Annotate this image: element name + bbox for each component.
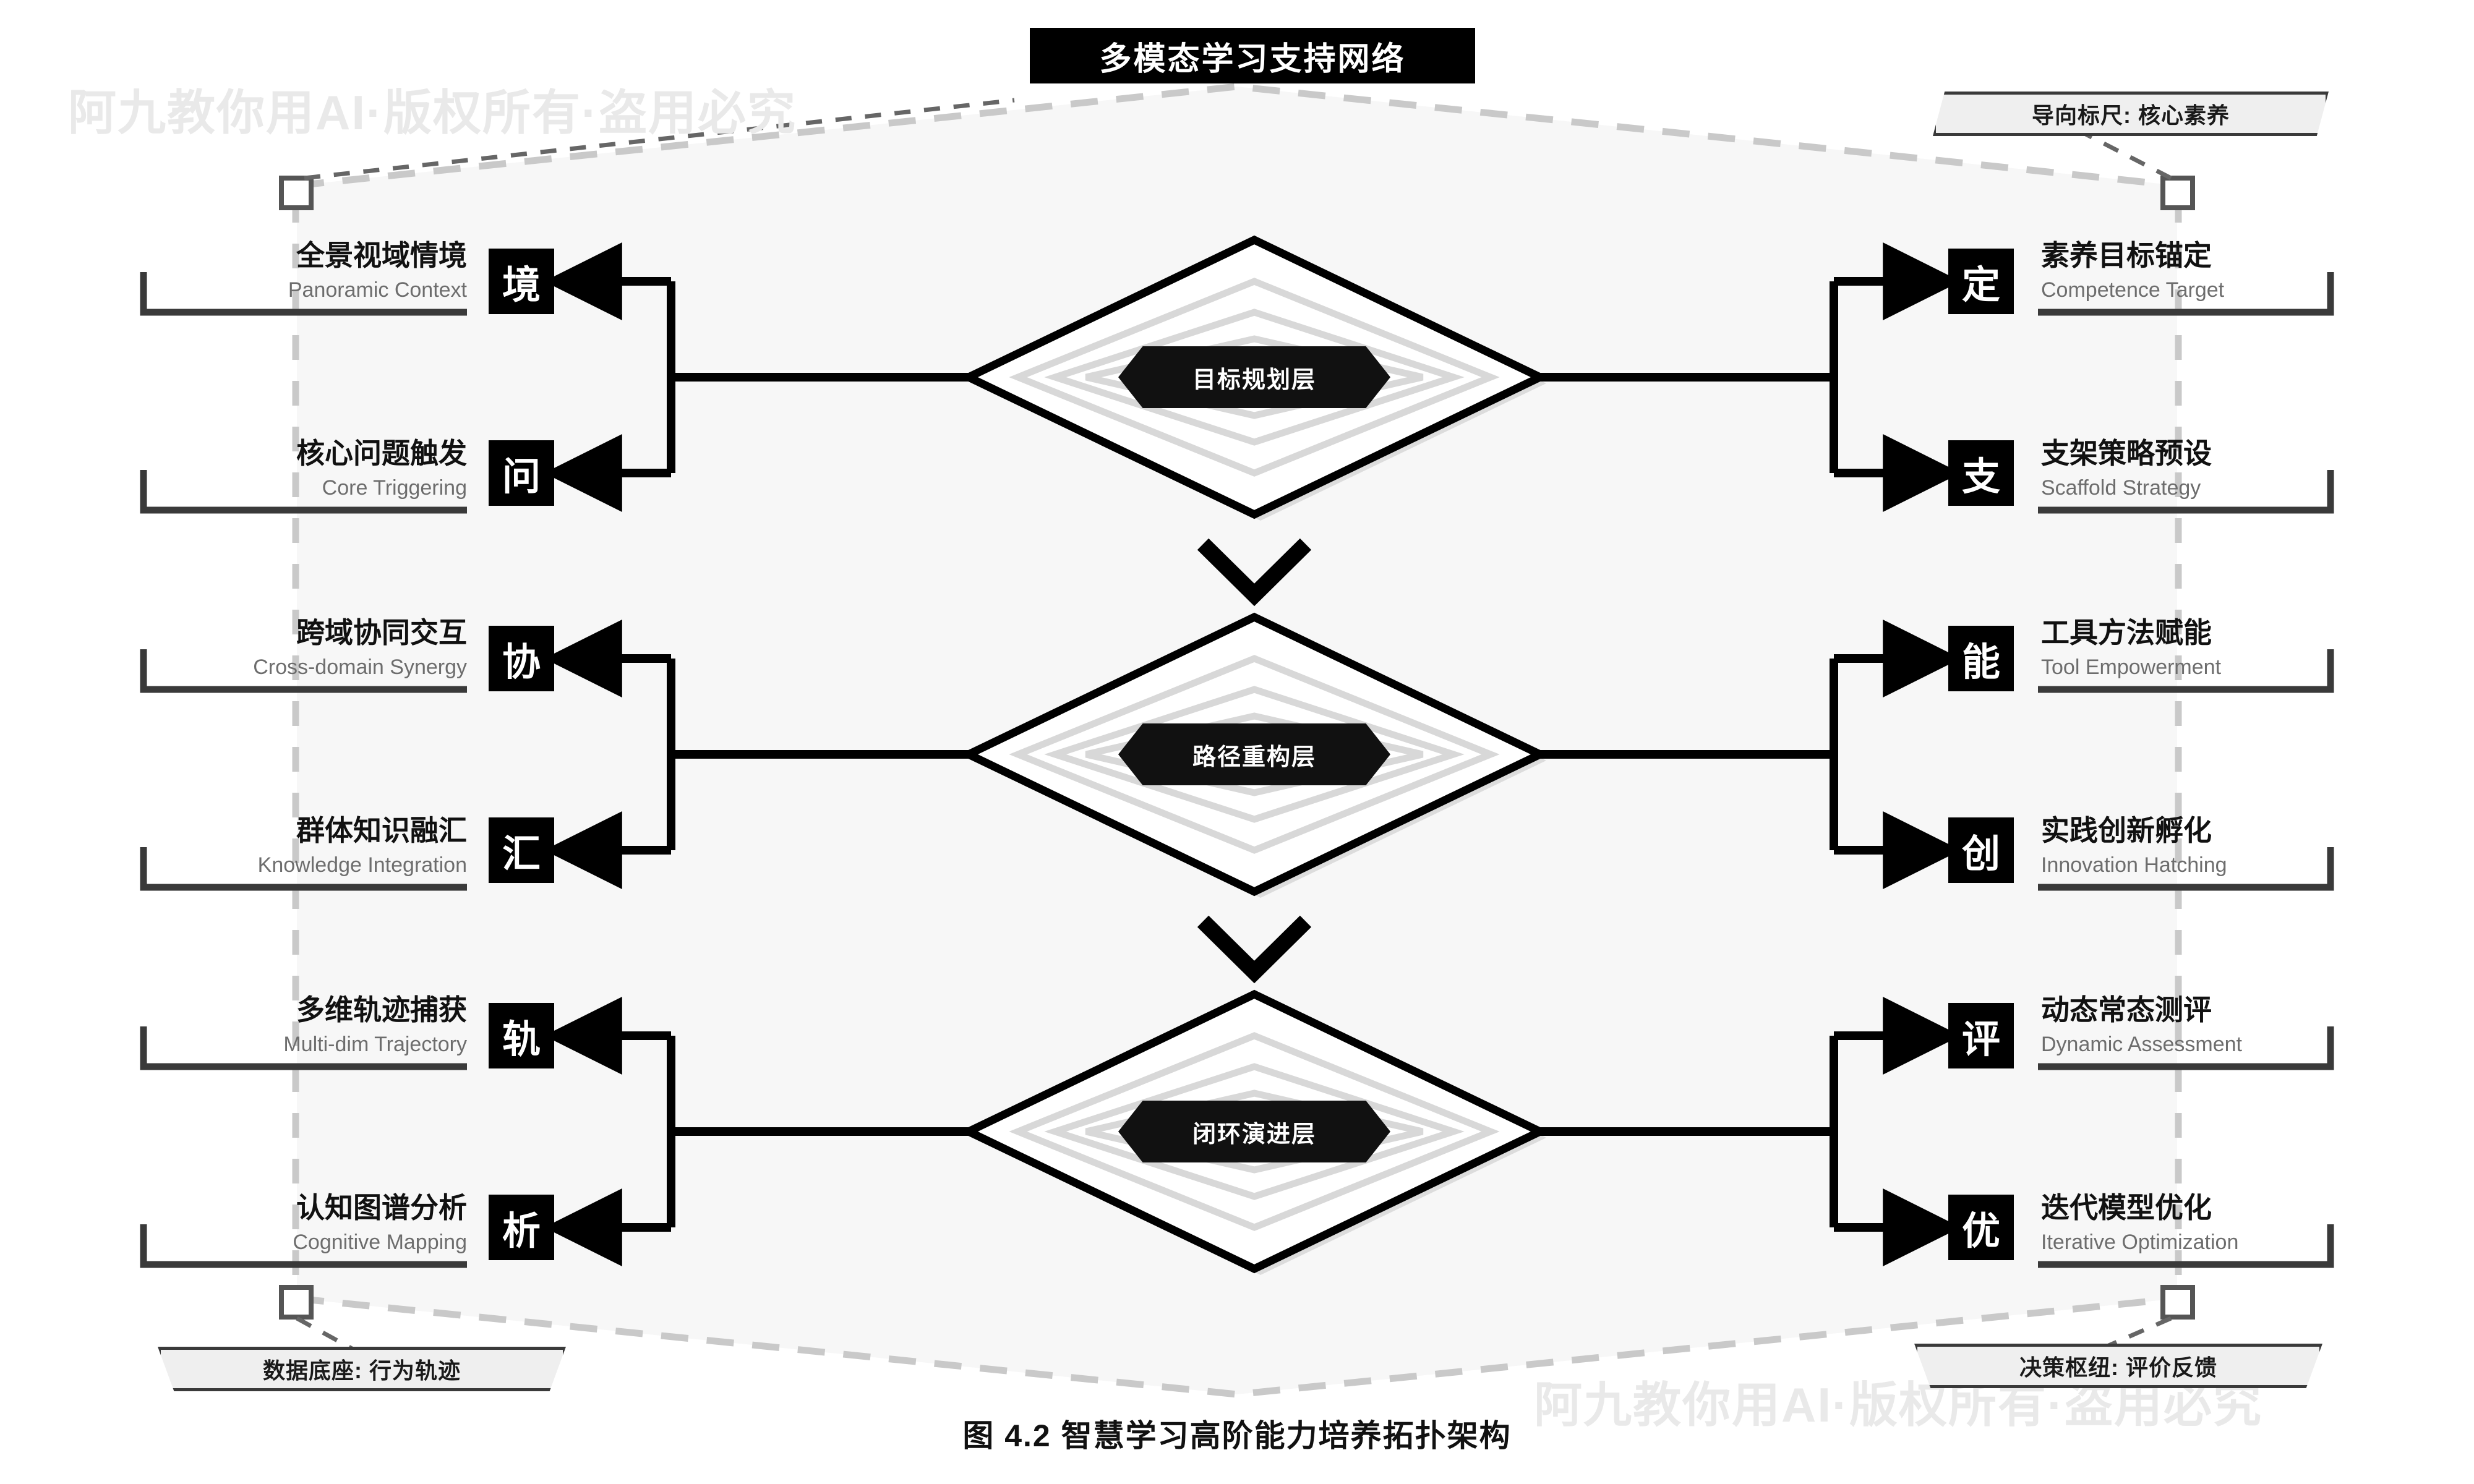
layer-label-1[interactable]: 目标规划层 <box>1118 346 1390 408</box>
node-label-left-6: 认知图谱分析 Cognitive Mapping <box>145 1192 467 1254</box>
node-label-en: Cognitive Mapping <box>293 1230 467 1254</box>
bracket-right-6 <box>2038 1224 2334 1268</box>
leader-top-right <box>2052 115 2172 181</box>
node-label-left-5: 多维轨迹捕获 Multi-dim Trajectory <box>145 994 467 1056</box>
node-label-right-5: 动态常态测评 Dynamic Assessment <box>2041 994 2363 1056</box>
node-label-left-2: 核心问题触发 Core Triggering <box>145 438 467 500</box>
layer-label-2[interactable]: 路径重构层 <box>1118 723 1390 785</box>
bracket-right-1 <box>2038 272 2334 316</box>
bracket-right-5 <box>2038 1026 2334 1070</box>
node-label-en: Tool Empowerment <box>2041 655 2222 679</box>
bracket-right-3 <box>2038 649 2334 693</box>
page-title: 多模态学习支持网络 <box>1030 28 1475 83</box>
node-label-en: Panoramic Context <box>288 278 467 302</box>
node-label-cn: 群体知识融汇 <box>296 814 467 846</box>
node-label-cn: 实践创新孵化 <box>2041 814 2212 846</box>
connector-left-3 <box>544 997 969 1266</box>
node-label-cn: 全景视域情境 <box>296 239 467 271</box>
node-label-en: Knowledge Integration <box>257 853 467 877</box>
node-label-cn: 素养目标锚定 <box>2041 239 2212 271</box>
node-label-right-3: 工具方法赋能 Tool Empowerment <box>2041 617 2363 679</box>
bracket-left-4 <box>140 847 467 891</box>
glyph-box-right-3[interactable]: 能 <box>1948 626 2014 691</box>
node-label-left-1: 全景视域情境 Panoramic Context <box>145 240 467 302</box>
glyph-box-left-5[interactable]: 轨 <box>489 1003 554 1068</box>
glyph-box-right-2[interactable]: 支 <box>1948 440 2014 506</box>
node-label-cn: 多维轨迹捕获 <box>296 994 467 1026</box>
node-label-en: Dynamic Assessment <box>2041 1032 2242 1056</box>
glyph-box-left-1[interactable]: 境 <box>489 249 554 314</box>
tag-bottom-left: 数据底座: 行为轨迹 <box>158 1347 566 1391</box>
glyph-box-left-3[interactable]: 协 <box>489 626 554 691</box>
node-label-right-1: 素养目标锚定 Competence Target <box>2041 240 2363 302</box>
node-label-left-3: 跨域协同交互 Cross-domain Synergy <box>145 617 467 679</box>
glyph-box-right-5[interactable]: 评 <box>1948 1003 2014 1068</box>
node-label-en: Competence Target <box>2041 278 2225 302</box>
corner-marker-bottom-right <box>2160 1285 2195 1320</box>
panel-dashed-outline <box>296 83 2178 189</box>
connector-right-3 <box>1540 997 1961 1266</box>
node-label-cn: 跨域协同交互 <box>296 616 467 649</box>
glyph-box-left-4[interactable]: 汇 <box>489 817 554 883</box>
node-label-en: Iterative Optimization <box>2041 1230 2239 1254</box>
corner-marker-top-right <box>2160 176 2195 210</box>
node-label-en: Innovation Hatching <box>2041 853 2227 877</box>
connector-right-1 <box>1540 242 1961 512</box>
bracket-left-group <box>140 272 467 1268</box>
bracket-right-2 <box>2038 470 2334 514</box>
glyph-box-right-4[interactable]: 创 <box>1948 817 2014 883</box>
glyph-box-right-6[interactable]: 优 <box>1948 1195 2014 1260</box>
connector-left-2 <box>544 620 969 889</box>
node-label-left-4: 群体知识融汇 Knowledge Integration <box>145 815 467 877</box>
bracket-left-2 <box>140 470 467 514</box>
node-label-cn: 迭代模型优化 <box>2041 1192 2212 1224</box>
connector-left-1 <box>544 242 969 512</box>
bracket-left-6 <box>140 1224 467 1268</box>
node-label-right-4: 实践创新孵化 Innovation Hatching <box>2041 815 2363 877</box>
node-label-en: Cross-domain Synergy <box>253 655 467 679</box>
leader-top-left <box>304 98 1015 181</box>
corner-marker-bottom-left <box>279 1285 314 1320</box>
node-label-cn: 支架策略预设 <box>2041 437 2212 469</box>
bracket-left-1 <box>140 272 467 316</box>
node-label-cn: 动态常态测评 <box>2041 994 2212 1026</box>
panel-dashed-outline-bottom <box>296 1295 2178 1398</box>
connector-right-2 <box>1540 620 1961 889</box>
glyph-box-left-6[interactable]: 析 <box>489 1195 554 1260</box>
bracket-left-5 <box>140 1026 467 1070</box>
node-label-en: Core Triggering <box>322 475 467 500</box>
chevron-1-2 <box>1197 538 1312 607</box>
bracket-right-group <box>2038 272 2334 1268</box>
bracket-left-3 <box>140 649 467 693</box>
figure-caption: 图 4.2 智慧学习高阶能力培养拓扑架构 <box>962 1418 1512 1453</box>
bracket-right-4 <box>2038 847 2334 891</box>
glyph-box-right-1[interactable]: 定 <box>1948 249 2014 314</box>
node-label-cn: 认知图谱分析 <box>296 1192 467 1224</box>
node-label-right-2: 支架策略预设 Scaffold Strategy <box>2041 438 2363 500</box>
tag-bottom-right: 决策枢纽: 评价反馈 <box>1914 1344 2322 1388</box>
chevron-2-3 <box>1197 915 1312 984</box>
tag-top-right: 导向标尺: 核心素养 <box>1933 92 2329 136</box>
node-label-en: Multi-dim Trajectory <box>283 1032 467 1056</box>
node-label-en: Scaffold Strategy <box>2041 475 2201 500</box>
corner-marker-top-left <box>279 176 314 210</box>
glyph-box-left-2[interactable]: 问 <box>489 440 554 506</box>
layer-label-3[interactable]: 闭环演进层 <box>1118 1101 1390 1162</box>
node-label-cn: 核心问题触发 <box>296 437 467 469</box>
node-label-cn: 工具方法赋能 <box>2041 616 2212 649</box>
node-label-right-6: 迭代模型优化 Iterative Optimization <box>2041 1192 2363 1254</box>
